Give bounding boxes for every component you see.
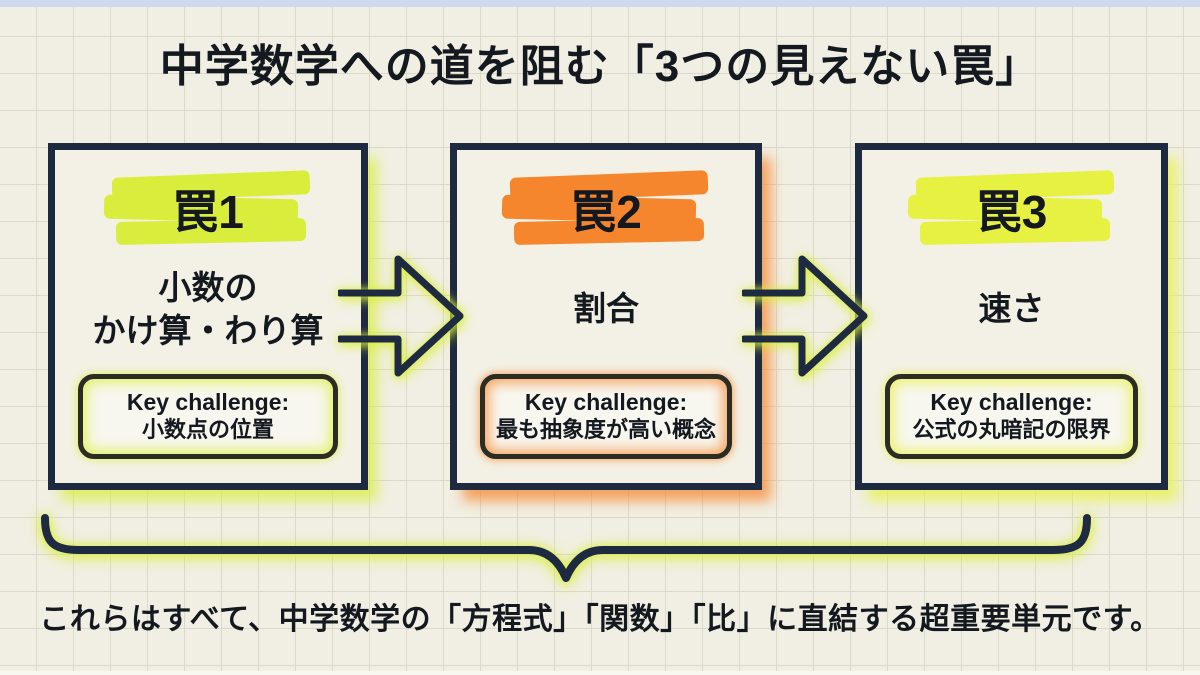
trap-card-2: 罠2 割合 Key challenge: 最も抽象度が高い概念 [450,143,762,490]
key-challenge-label: Key challenge: [126,388,290,415]
trap-card-1: 罠1 小数の かけ算・わり算 Key challenge: 小数点の位置 [48,143,368,490]
trap-1-header: 罠1 [103,170,311,246]
bottom-edge-strip [0,671,1200,675]
trap-3-label: 罠3 [975,186,1048,238]
key-challenge-label: Key challenge: [930,388,1093,415]
key-challenge-text: 小数点の位置 [141,417,274,443]
trap-3-header: 罠3 [907,170,1114,246]
trap-card-3: 罠3 速さ Key challenge: 公式の丸暗記の限界 [855,143,1168,490]
trap-3-topic: 速さ [978,290,1045,328]
key-challenge-text: 最も抽象度が高い概念 [495,417,716,443]
key-challenge-text: 公式の丸暗記の限界 [912,417,1111,443]
key-challenge-label: Key challenge: [524,388,688,415]
trap-1-label: 罠1 [172,186,244,238]
trap-2-key-challenge-box: Key challenge: 最も抽象度が高い概念 [480,373,732,459]
flow-arrow-1-icon [338,255,464,377]
slide-title: 中学数学への道を阻む「3つの見えない罠」 [159,42,1041,91]
trap-2-header: 罠2 [501,170,709,246]
trap-2-topic: 割合 [573,290,639,328]
top-edge-strip [0,0,1200,7]
trap-1-topic: 小数の かけ算・わり算 [92,268,324,349]
conclusion-text: これらはすべて、中学数学の「方程式」「関数」「比」に直結する超重要単元です。 [39,603,1161,636]
trap-1-key-challenge-box: Key challenge: 小数点の位置 [78,373,338,459]
trap-2-label: 罠2 [570,186,642,238]
flow-arrow-2-icon [742,255,868,377]
curly-brace-icon [41,514,1091,582]
trap-3-key-challenge-box: Key challenge: 公式の丸暗記の限界 [885,373,1138,459]
